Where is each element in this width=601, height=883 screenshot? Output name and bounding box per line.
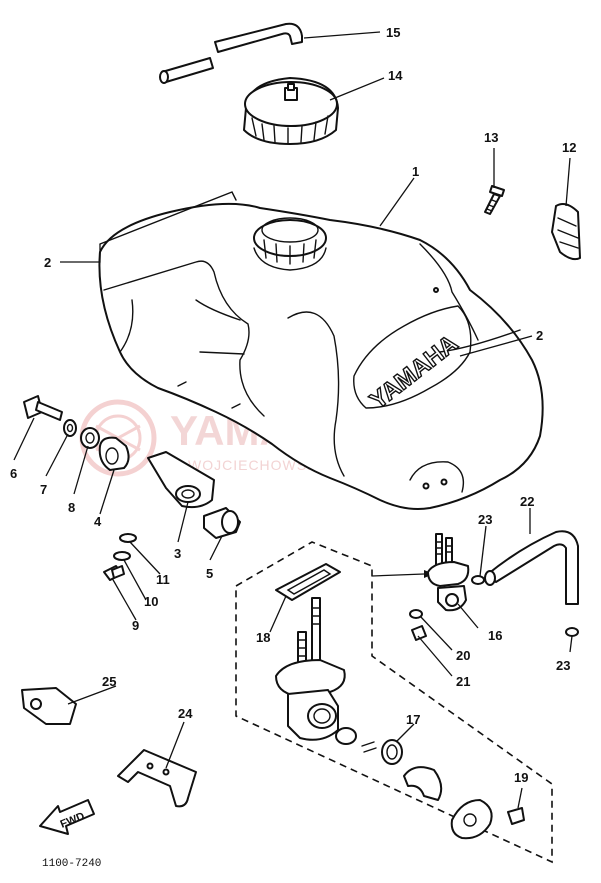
- part-15-breather-hose: [159, 22, 303, 84]
- fuel-cock-large-assembly: [275, 597, 346, 741]
- part-20-washer: [409, 609, 423, 619]
- label-6: 6: [10, 466, 17, 481]
- label-25: 25: [102, 674, 116, 689]
- part-14-fuel-cap: [243, 77, 339, 145]
- part-5-damper: [203, 507, 241, 539]
- fwd-direction-arrow-icon: FWD: [39, 799, 95, 835]
- label-22: 22: [520, 494, 534, 509]
- label-2-rear: 2: [44, 255, 51, 270]
- part-13-screw: [484, 185, 505, 215]
- label-15: 15: [386, 25, 400, 40]
- label-5: 5: [206, 566, 213, 581]
- label-23-lower: 23: [556, 658, 570, 673]
- label-14: 14: [388, 68, 403, 83]
- part-1-fuel-tank: YAMAHA: [98, 202, 544, 510]
- part-8-collar: [80, 427, 100, 449]
- label-23-upper: 23: [478, 512, 492, 527]
- part-19-screw: [507, 807, 525, 825]
- label-2-front: 2: [536, 328, 543, 343]
- label-16: 16: [488, 628, 502, 643]
- part-18-gasket: [275, 563, 341, 601]
- fuel-cock-plate: [450, 799, 493, 840]
- part-number-labels: 15 14 13 12 1 2 2 6 7 8 4 3 5 11 10 9 18…: [10, 25, 576, 785]
- label-21: 21: [456, 674, 470, 689]
- label-19: 19: [514, 770, 528, 785]
- part-17-o-ring: [381, 739, 403, 765]
- part-12-clip: [551, 203, 581, 261]
- part-6-bolt: [23, 395, 63, 421]
- part-24-bracket: [117, 749, 197, 808]
- label-20: 20: [456, 648, 470, 663]
- part-21-screw: [411, 625, 427, 641]
- part-11-washer: [119, 533, 137, 543]
- label-7: 7: [40, 482, 47, 497]
- label-18: 18: [256, 630, 270, 645]
- part-4-grommet: [98, 436, 130, 471]
- label-4: 4: [94, 514, 102, 529]
- diagram-code: 1100-7240: [42, 858, 101, 870]
- fuel-cock-strainer: [335, 727, 377, 753]
- label-17: 17: [406, 712, 420, 727]
- part-10-washer: [113, 551, 131, 561]
- label-1: 1: [412, 164, 419, 179]
- part-16-fuel-cock: [427, 533, 470, 612]
- part-23-clip-upper: [471, 575, 485, 585]
- label-8: 8: [68, 500, 75, 515]
- leader-lines: [13, 31, 573, 809]
- label-10: 10: [144, 594, 158, 609]
- label-24: 24: [178, 706, 193, 721]
- part-2-decal-rear: [99, 191, 237, 245]
- part-25-clip: [21, 687, 77, 725]
- part-3-bracket: [147, 451, 215, 509]
- label-12: 12: [562, 140, 576, 155]
- part-7-washer: [63, 419, 77, 437]
- part-9-bolt: [103, 565, 125, 581]
- label-11: 11: [156, 572, 170, 587]
- label-9: 9: [132, 618, 139, 633]
- part-22-fuel-hose: [484, 530, 579, 605]
- part-23-clip-lower: [565, 627, 579, 637]
- label-13: 13: [484, 130, 498, 145]
- fuel-cock-lever: [403, 766, 443, 801]
- label-3: 3: [174, 546, 181, 561]
